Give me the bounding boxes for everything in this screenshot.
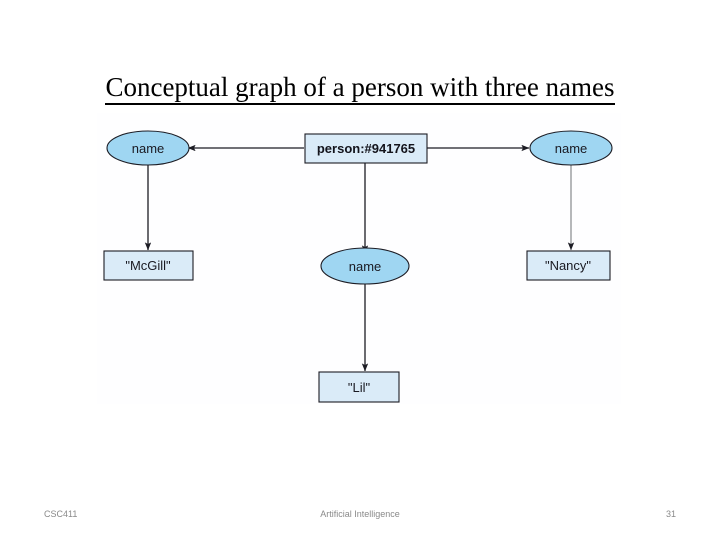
concept-node-person[interactable]: person:#941765 — [304, 133, 428, 164]
page-title: Conceptual graph of a person with three … — [0, 72, 720, 105]
relation-node-name-right-label: name — [555, 141, 588, 156]
relation-node-name-left[interactable]: name — [106, 130, 190, 166]
relation-node-name-middle-label: name — [349, 259, 382, 274]
concept-node-lil[interactable]: "Lil" — [318, 371, 400, 403]
conceptual-graph-diagram: name person:#941765 name "McGill" name "… — [97, 113, 621, 404]
concept-node-nancy-label: "Nancy" — [545, 258, 591, 273]
slide-footer: CSC411 Artificial Intelligence 31 — [0, 500, 720, 540]
concept-node-mcgill[interactable]: "McGill" — [103, 250, 194, 281]
relation-node-name-left-label: name — [132, 141, 165, 156]
concept-node-mcgill-label: "McGill" — [125, 258, 171, 273]
concept-node-nancy[interactable]: "Nancy" — [526, 250, 611, 281]
diagram-canvas: name person:#941765 name "McGill" name "… — [103, 130, 613, 403]
page-title-text: Conceptual graph of a person with three … — [105, 72, 615, 105]
concept-node-lil-label: "Lil" — [348, 380, 371, 395]
relation-node-name-right[interactable]: name — [529, 130, 613, 166]
footer-page-number: 31 — [665, 509, 676, 519]
footer-subject: Artificial Intelligence — [320, 509, 400, 519]
concept-node-person-label: person:#941765 — [317, 141, 415, 156]
footer-course-code: CSC411 — [44, 509, 78, 519]
relation-node-name-middle[interactable]: name — [320, 247, 410, 285]
